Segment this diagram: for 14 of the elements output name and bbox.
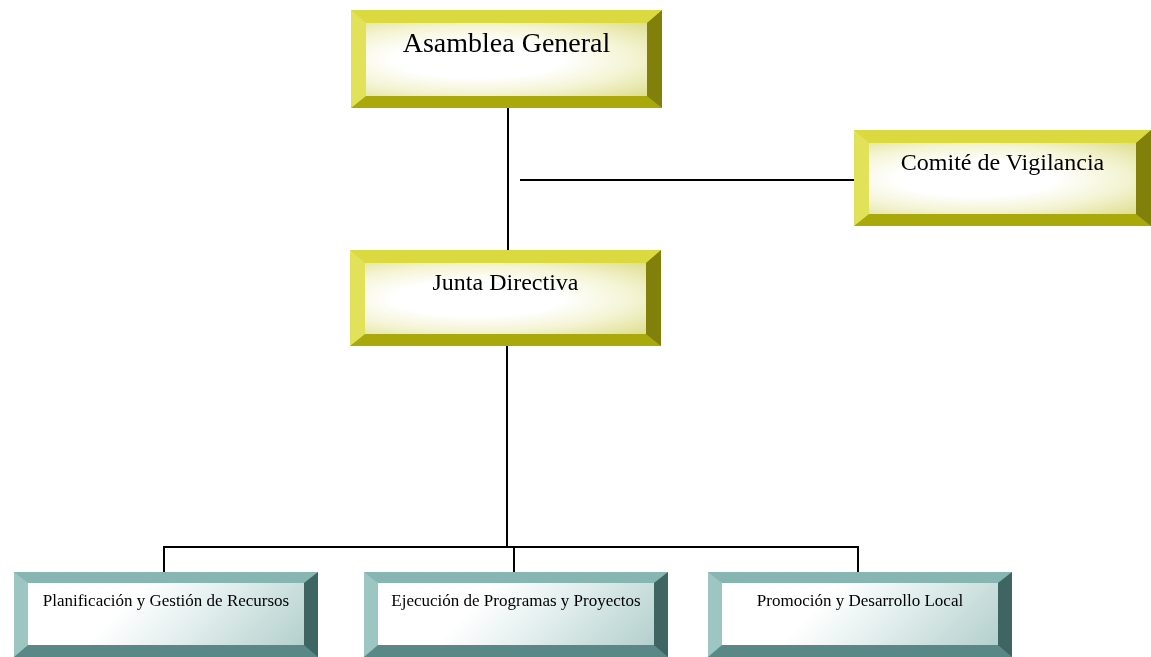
beveled-box bbox=[854, 130, 1151, 226]
department-box bbox=[364, 572, 668, 657]
box-label: Ejecución de Programas y Proyectos bbox=[391, 591, 641, 611]
department-box bbox=[14, 572, 318, 657]
box-label: Junta Directiva bbox=[432, 269, 579, 297]
box-label: Comité de Vigilancia bbox=[900, 149, 1105, 177]
department-box bbox=[708, 572, 1012, 657]
box-label: Planificación y Gestión de Recursos bbox=[42, 591, 290, 611]
connector-line bbox=[507, 107, 509, 251]
beveled-box bbox=[350, 250, 661, 346]
connector-line bbox=[519, 179, 855, 181]
box-label: Asamblea General bbox=[402, 27, 611, 60]
beveled-box bbox=[351, 10, 662, 108]
box-label: Promoción y Desarrollo Local bbox=[756, 591, 964, 611]
